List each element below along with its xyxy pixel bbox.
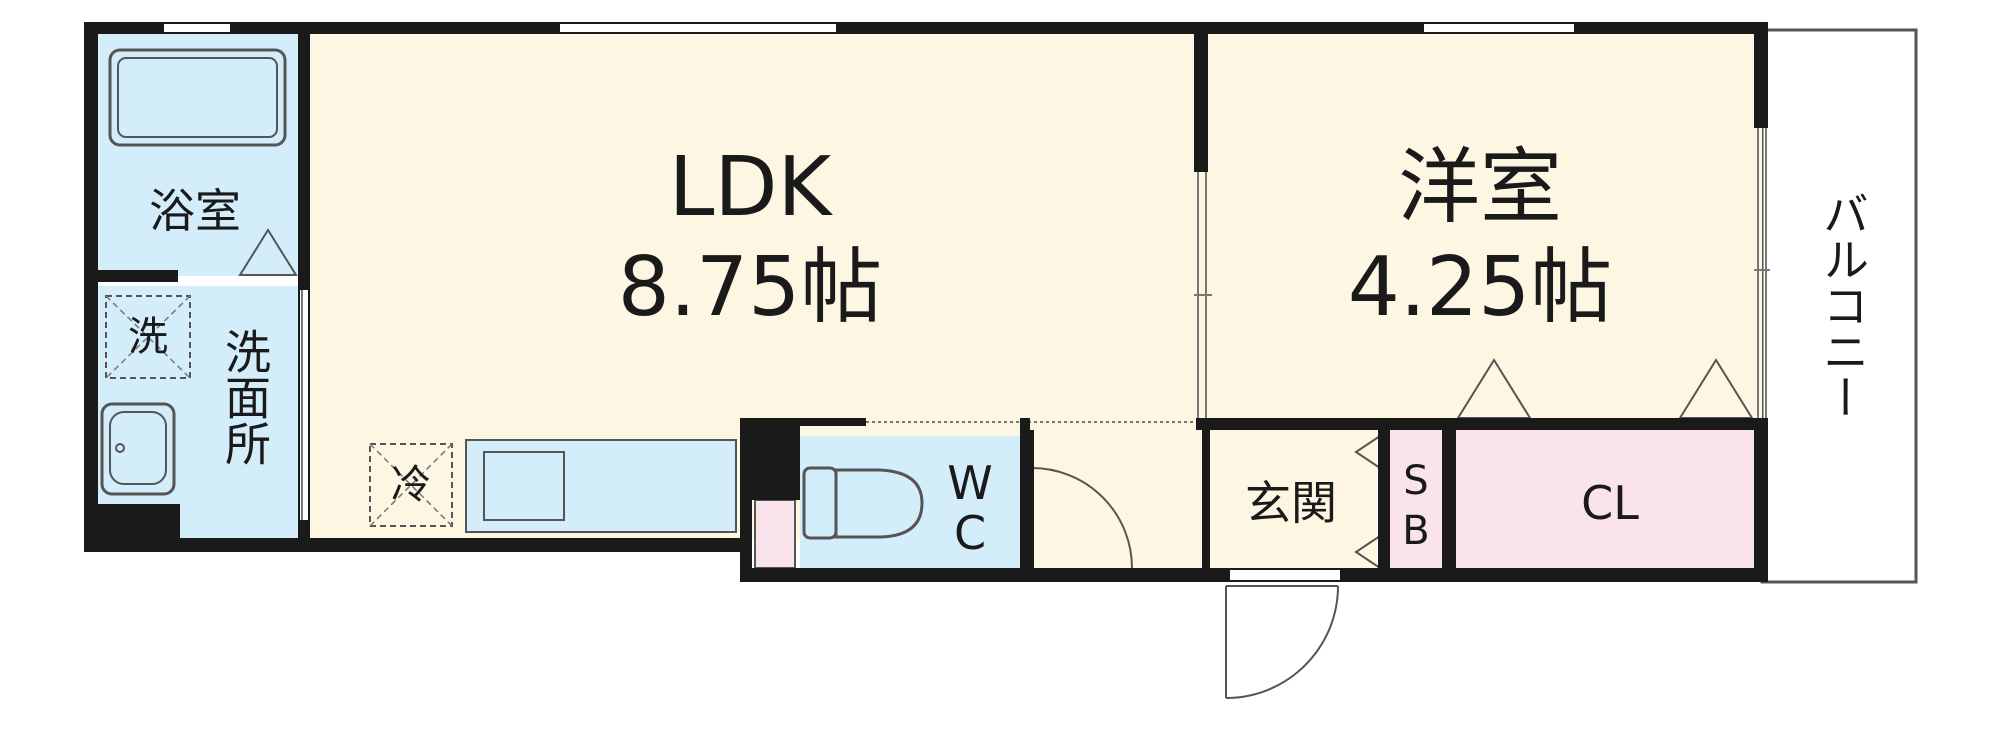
shoebox-label-b: B — [1402, 508, 1430, 554]
western-room-size-label: 4.25帖 — [1347, 240, 1613, 335]
washer-label: 洗 — [128, 314, 168, 360]
fridge-label: 冷 — [391, 462, 431, 508]
kitchen-sink — [483, 451, 565, 521]
bath-door-mark — [238, 228, 298, 276]
washer-space — [105, 295, 191, 379]
toilet-bowl — [834, 468, 924, 539]
washroom-label: 洗面所 — [218, 328, 272, 466]
wc-label-c: C — [953, 506, 987, 560]
entrance-label: 玄関 — [1245, 476, 1337, 530]
closet-floor — [1456, 430, 1762, 570]
wc-cabinet — [754, 499, 796, 569]
shoebox-label-s: S — [1403, 458, 1429, 504]
western-room-label: 洋室 — [1397, 140, 1562, 235]
wash-basin — [100, 402, 176, 496]
ldk-size-label: 8.75帖 — [617, 240, 883, 335]
bath-label: 浴室 — [149, 184, 241, 238]
shoebox-floor — [1388, 430, 1444, 570]
closet-label: CL — [1581, 476, 1639, 530]
wc-label-w: W — [947, 456, 993, 510]
fridge-space — [369, 443, 453, 527]
bathtub-inner — [117, 57, 278, 138]
western-floor — [1200, 32, 1762, 420]
hall-floor — [1030, 430, 1202, 570]
bathtub — [108, 48, 287, 147]
entrance-floor — [1205, 430, 1377, 570]
walls — [84, 22, 1768, 582]
balcony-area — [1760, 28, 1918, 584]
entry-door-swing — [1225, 585, 1339, 699]
toilet-tank — [802, 466, 838, 540]
balcony-label: バルコニー — [1816, 190, 1870, 420]
ldk-label: LDK — [668, 140, 832, 235]
